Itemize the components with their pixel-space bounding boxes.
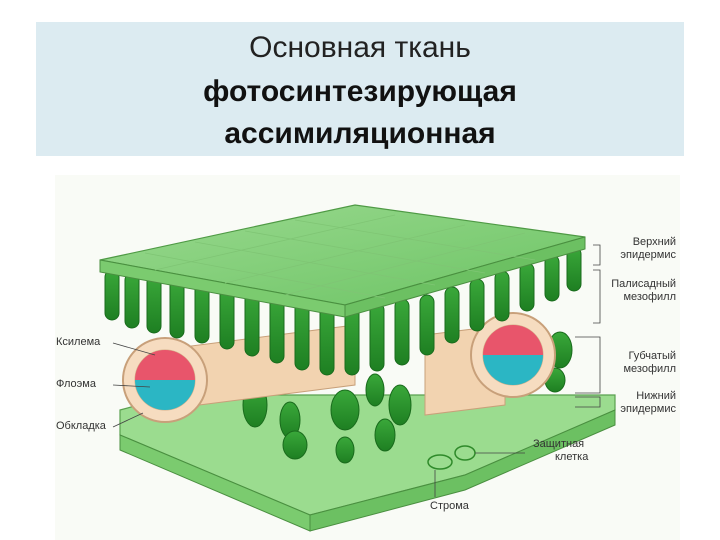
label-spongy-line1: Губчатый (628, 350, 676, 362)
guard-cell (427, 445, 476, 470)
leaf-illustration (99, 204, 616, 532)
upper-epidermis (99, 204, 586, 318)
label-upper-epidermis-line1: Верхний (632, 236, 676, 248)
title-line-2: фотосинтезирующая (203, 75, 517, 108)
label-spongy-line2: мезофилл (623, 363, 676, 375)
leaf-cross-section-diagram (55, 175, 680, 540)
label-guard-cell: Защитная клетка (533, 438, 588, 464)
title-line-3: ассимиляционная (224, 117, 496, 150)
label-stroma: Строма (430, 500, 469, 512)
title-panel: Основная ткань фотосинтезирующая ассимил… (36, 22, 684, 156)
label-lower-epidermis: Нижний эпидермис (620, 390, 676, 416)
label-lower-epidermis-line2: эпидермис (620, 403, 676, 415)
label-phloem: Флоэма (56, 378, 96, 390)
label-upper-epidermis: Верхний эпидермис (620, 236, 676, 262)
label-bundle-sheath: Обкладка (56, 420, 106, 432)
label-guard-cell-line1: Защитная (533, 438, 585, 450)
label-palisade-mesophyll: Палисадный мезофилл (611, 278, 676, 304)
label-palisade-line2: мезофилл (623, 291, 676, 303)
title-line-1: Основная ткань (249, 31, 471, 64)
leader-lines (112, 244, 601, 497)
label-palisade-line1: Палисадный (611, 278, 676, 290)
lower-epidermis (119, 394, 616, 532)
label-upper-epidermis-line2: эпидермис (620, 249, 676, 261)
vascular-bundle-left (122, 324, 356, 423)
label-lower-epidermis-line1: Нижний (636, 390, 676, 402)
label-xylem: Ксилема (56, 336, 101, 348)
label-spongy-mesophyll: Губчатый мезофилл (623, 350, 676, 376)
vascular-bundle-right (424, 312, 556, 416)
label-guard-cell-line2: клетка (555, 451, 589, 463)
